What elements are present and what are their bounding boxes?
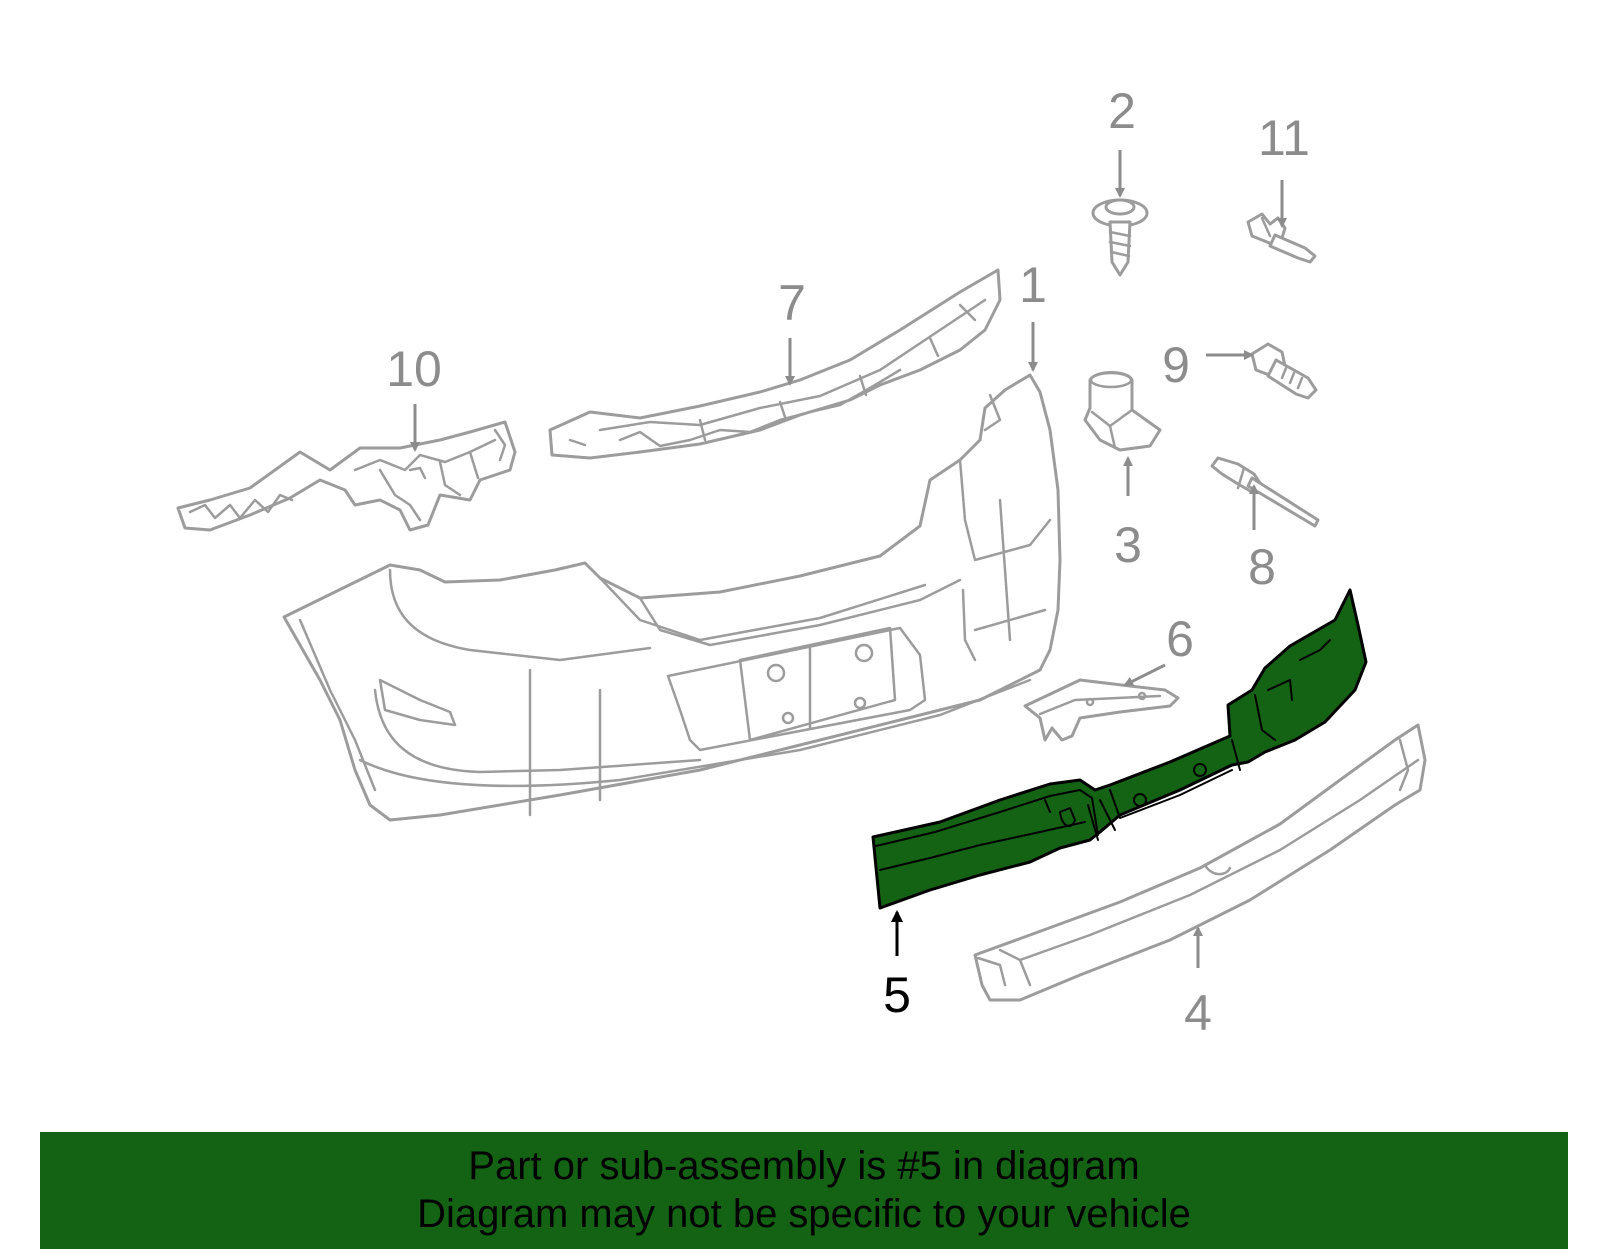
callout-3[interactable]: 3 (1114, 517, 1142, 573)
part-8-rivet[interactable] (1210, 456, 1320, 528)
callout-10[interactable]: 10 (386, 341, 442, 397)
part-11-push-clip[interactable] (1246, 212, 1317, 264)
callout-5[interactable]: 5 (883, 967, 911, 1023)
part-2-screw[interactable] (1091, 198, 1149, 277)
banner-line-disclaimer: Diagram may not be specific to your vehi… (417, 1192, 1191, 1236)
banner-line-part: Part or sub-assembly is #5 in diagram (468, 1144, 1140, 1188)
callout-9[interactable]: 9 (1162, 337, 1190, 393)
leader-lines (410, 150, 1287, 968)
part-7-upper-bracket[interactable] (548, 268, 1002, 460)
part-6-bracket[interactable] (1023, 678, 1180, 742)
part-5-energy-absorber-highlighted[interactable] (871, 588, 1368, 910)
callout-11[interactable]: 11 (1258, 110, 1310, 166)
callout-2[interactable]: 2 (1108, 83, 1136, 139)
part-3-retainer[interactable] (1083, 371, 1162, 452)
part-4-reinforcement[interactable] (973, 723, 1427, 1002)
callouts: 1 2 3 4 5 6 7 8 9 10 11 (386, 83, 1310, 1041)
callout-4[interactable]: 4 (1184, 985, 1212, 1041)
part-1-bumper-cover[interactable] (282, 373, 1062, 822)
callout-1[interactable]: 1 (1019, 257, 1047, 313)
callout-6[interactable]: 6 (1166, 611, 1194, 667)
callout-7[interactable]: 7 (778, 275, 806, 331)
part-10-side-bracket[interactable] (176, 420, 517, 532)
callout-8[interactable]: 8 (1248, 539, 1276, 595)
part-9-bolt[interactable] (1250, 342, 1318, 400)
info-banner: Part or sub-assembly is #5 in diagram Di… (40, 1132, 1568, 1249)
